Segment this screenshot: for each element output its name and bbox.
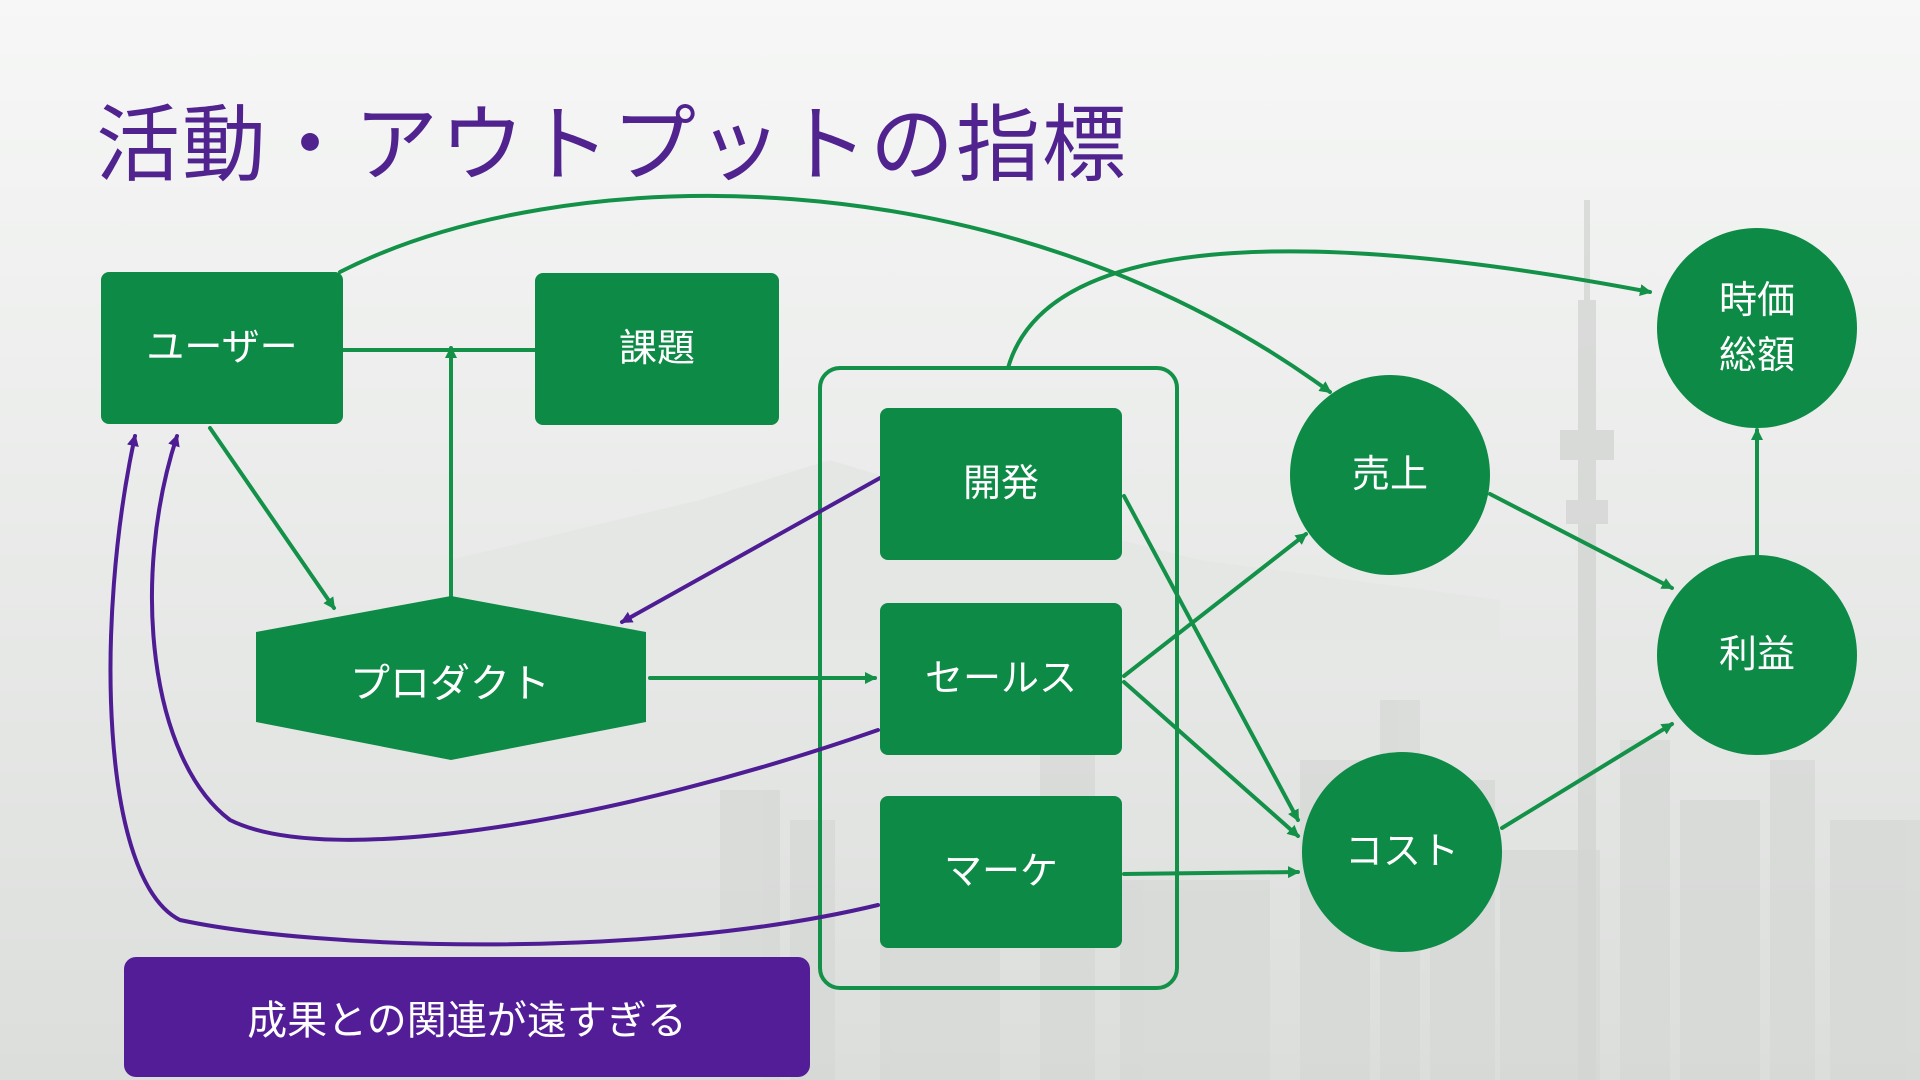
arrow-marketing-to-cost (1122, 866, 1300, 879)
profit-node: 利益 (1657, 555, 1857, 755)
arrow-sales-to-cost (1122, 680, 1300, 838)
product-hexagon (256, 596, 646, 760)
dev-node: 開発 (880, 408, 1122, 560)
revenue-node: 売上 (1290, 375, 1490, 575)
arrow-sales-to-revenue (1122, 532, 1308, 678)
product-node-label: プロダクト (350, 661, 550, 707)
arrow-user-to-product (208, 426, 336, 610)
arrow-team-to-market-cap (1006, 249, 1652, 370)
market-cap-node: 時価 総額 (1657, 228, 1857, 428)
arrow-marketing-to-user (108, 434, 880, 947)
user-node: ユーザー (101, 272, 343, 424)
sales-node: セールス (880, 603, 1122, 755)
user-node-label: ユーザー (146, 325, 298, 370)
tower-silhouette (1560, 200, 1614, 1080)
market-cap-label-line2: 総額 (1718, 333, 1795, 377)
arrow-revenue-to-profit (1488, 492, 1674, 590)
arrow-sales-to-user (150, 434, 880, 842)
profit-node-label: 利益 (1718, 632, 1795, 677)
issue-node: 課題 (535, 273, 779, 425)
marketing-node: マーケ (880, 796, 1122, 948)
market-cap-label-line1: 時価 (1718, 277, 1795, 322)
callout-banner: 成果との関連が遠すぎる (124, 957, 810, 1077)
cost-node-label: コスト (1344, 829, 1459, 874)
issue-node-label: 課題 (618, 326, 695, 371)
arrow-dev-to-cost (1122, 494, 1300, 822)
cost-node: コスト (1302, 752, 1502, 952)
arrow-user-to-revenue (338, 194, 1332, 394)
page-title: 活動・アウトプットの指標 (96, 96, 1129, 194)
marketing-node-label: マーケ (943, 849, 1058, 894)
revenue-node-label: 売上 (1351, 452, 1428, 497)
arrow-dev-to-product (620, 476, 882, 624)
arrow-cost-to-profit (1500, 722, 1674, 830)
dev-node-label: 開発 (962, 461, 1039, 506)
sales-node-label: セールス (924, 656, 1077, 701)
